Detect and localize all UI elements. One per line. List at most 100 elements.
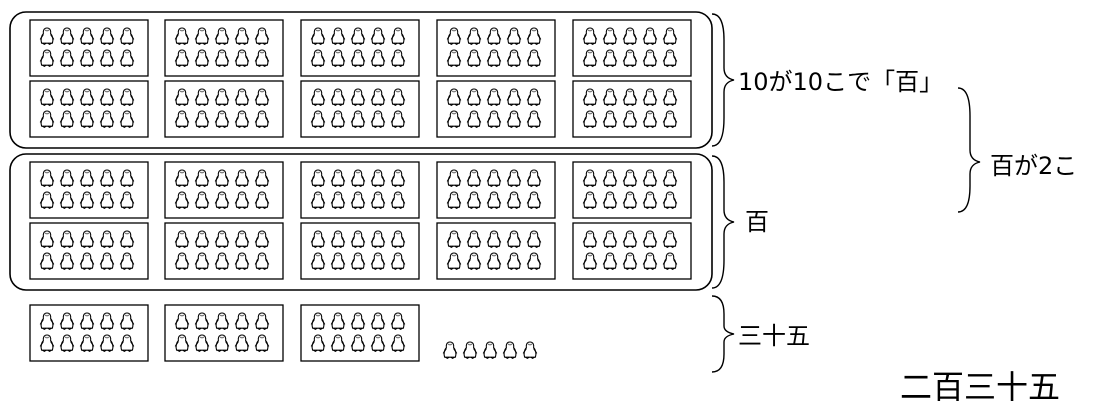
penguin-icon [506,169,522,187]
penguin-icon [662,27,678,45]
penguin-icon [642,230,658,248]
penguin-icon [506,49,522,67]
penguin-icon [582,110,598,128]
penguin-icon [79,88,95,106]
penguin-icon [234,88,250,106]
penguin-icon [442,341,458,359]
penguin-icon [330,252,346,270]
penguin-icon [506,27,522,45]
penguin-icon [99,191,115,209]
penguin-icon [446,27,462,45]
penguin-icon [486,49,502,67]
penguin-icon [350,110,366,128]
penguin-icon [79,49,95,67]
penguin-icon [310,334,326,352]
penguin-icon [390,334,406,352]
penguin-icon [602,49,618,67]
brace-hundred [711,155,735,289]
penguin-icon [622,88,638,106]
penguin-icon [330,110,346,128]
penguin-icon [526,49,542,67]
penguin-icon [330,88,346,106]
penguin-icon [446,49,462,67]
penguin-icon [662,110,678,128]
penguin-icon [370,110,386,128]
penguin-icon [214,230,230,248]
penguin-icon [582,252,598,270]
penguin-icon [446,191,462,209]
penguin-icon [486,110,502,128]
penguin-icon [506,230,522,248]
penguin-icon [370,88,386,106]
penguin-icon [486,27,502,45]
penguin-icon [99,169,115,187]
ten-box-outline [300,222,420,280]
penguin-icon [526,230,542,248]
ten-box-outline [164,304,284,362]
ten-box-19 [436,222,556,280]
ten-box-outline [436,161,556,219]
penguin-icon [486,191,502,209]
penguin-icon [214,110,230,128]
penguin-icon [350,312,366,330]
penguin-icon [350,169,366,187]
ten-box-outline [300,80,420,138]
penguin-icon [310,49,326,67]
penguin-icon [99,27,115,45]
penguin-icon [582,88,598,106]
ten-box-outline [164,161,284,219]
penguin-icon [522,341,538,359]
ten-box-9 [436,80,556,138]
penguin-icon [39,230,55,248]
penguin-icon [350,49,366,67]
penguin-icon [446,110,462,128]
penguin-icon [622,169,638,187]
penguin-icon [39,252,55,270]
penguin-icon [602,110,618,128]
penguin-boxes [29,19,692,362]
penguin-icon [119,27,135,45]
penguin-icon [119,252,135,270]
penguin-icon [350,230,366,248]
ten-box-outline [300,19,420,77]
penguin-icon [214,312,230,330]
penguin-icon [59,110,75,128]
penguin-icon [642,169,658,187]
penguin-icon [234,110,250,128]
penguin-icon [390,312,406,330]
penguin-icon [99,334,115,352]
penguin-icon [39,49,55,67]
penguin-icon [194,110,210,128]
penguin-icon [466,88,482,106]
penguin-icon [486,230,502,248]
penguin-icon [79,230,95,248]
penguin-icon [466,110,482,128]
penguin-icon [119,334,135,352]
penguin-icon [446,252,462,270]
penguin-icon [234,27,250,45]
penguin-icon [310,110,326,128]
penguin-icon [482,341,498,359]
penguin-icon [254,312,270,330]
penguin-icon [466,191,482,209]
penguin-icon [59,169,75,187]
penguin-icon [194,252,210,270]
ten-box-outline [572,19,692,77]
penguin-icon [526,252,542,270]
penguin-icon [59,191,75,209]
ten-box-3 [300,19,420,77]
ten-box-20 [572,222,692,280]
penguin-icon [59,49,75,67]
penguin-icon [119,312,135,330]
penguin-icon [350,191,366,209]
penguin-icon [234,334,250,352]
ten-box-16 [29,222,149,280]
penguin-icon [234,230,250,248]
penguin-icon [174,169,190,187]
penguin-icon [99,230,115,248]
penguin-icon [330,27,346,45]
penguin-icon [174,312,190,330]
ten-box-6 [29,80,149,138]
penguin-icon [330,312,346,330]
